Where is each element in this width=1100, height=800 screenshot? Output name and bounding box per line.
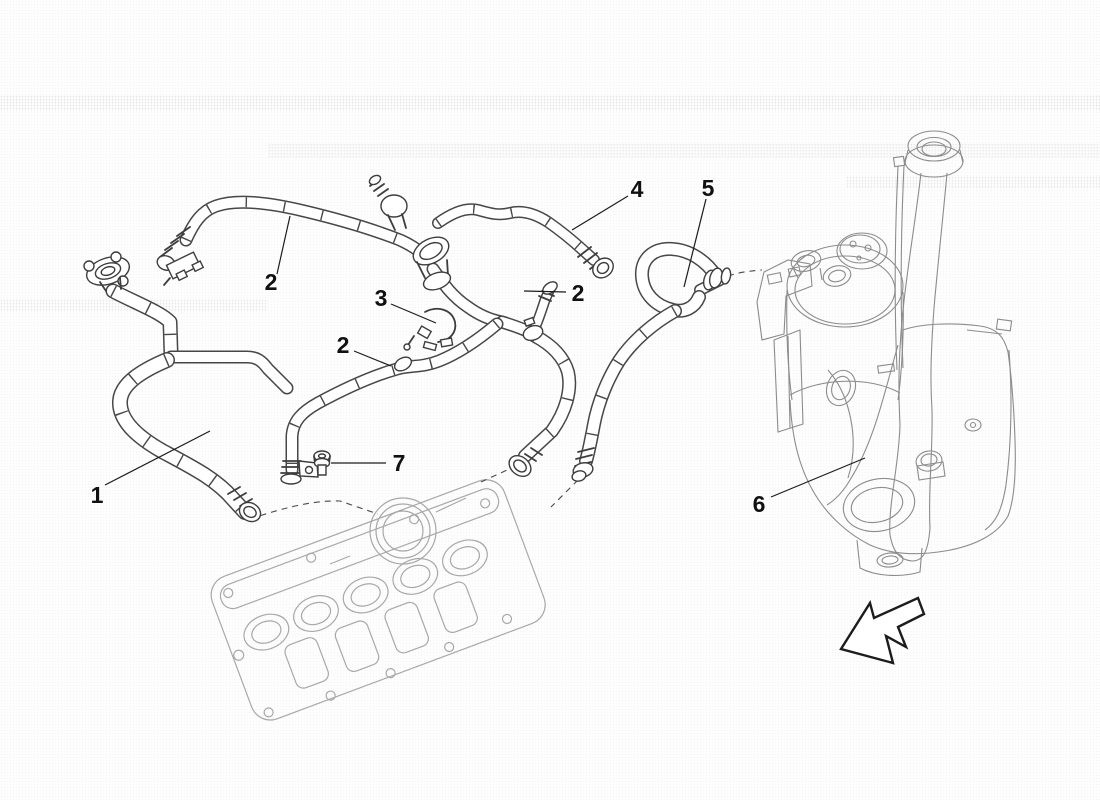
- direction-arrow-icon: [839, 596, 926, 665]
- callout-1-label[interactable]: 1: [91, 482, 104, 508]
- callout-2a[interactable]: 2: [265, 215, 291, 295]
- ventilation-pipe-part-2: [179, 195, 577, 477]
- callout-2c-leader: [523, 290, 567, 293]
- callout-5[interactable]: 5: [683, 175, 715, 288]
- callout-2b-leader: [353, 350, 392, 367]
- callout-4[interactable]: 4: [571, 176, 644, 231]
- tank-end-clamp: [702, 267, 732, 291]
- flange-connector: [83, 251, 131, 292]
- t-port-fitting: [412, 236, 452, 291]
- oil-breather-tank: [756, 130, 1016, 577]
- callout-6[interactable]: 6: [753, 457, 866, 517]
- corrugated-end-hose2-arch: [508, 447, 543, 478]
- breather-hose-part-5: [579, 241, 726, 468]
- callout-2a-label[interactable]: 2: [265, 269, 278, 295]
- callout-7-label[interactable]: 7: [393, 450, 406, 476]
- callout-4-label[interactable]: 4: [631, 176, 644, 202]
- screw-part-7: [313, 450, 331, 476]
- callout-2c[interactable]: 2: [523, 280, 585, 306]
- callout-1[interactable]: 1: [91, 430, 211, 508]
- cylinder-head-cover: [210, 479, 546, 721]
- corrugated-end-hose5: [571, 447, 595, 482]
- callout-3-label[interactable]: 3: [375, 285, 388, 311]
- callout-2c-label[interactable]: 2: [572, 280, 585, 306]
- corrugated-end-hose1: [227, 486, 262, 523]
- clamp-part-3: [403, 308, 457, 352]
- callout-7[interactable]: 7: [331, 450, 405, 476]
- callout-6-leader: [770, 457, 866, 498]
- callout-3[interactable]: 3: [375, 285, 437, 324]
- callout-5-leader: [683, 198, 707, 288]
- callout-4-leader: [571, 195, 629, 231]
- callout-2b[interactable]: 2: [337, 332, 392, 367]
- callout-2b-label[interactable]: 2: [337, 332, 350, 358]
- callout-2a-leader: [276, 215, 291, 275]
- corrugated-elbow-end: [156, 226, 205, 286]
- callout-5-label[interactable]: 5: [702, 175, 715, 201]
- callout-6-label[interactable]: 6: [753, 491, 766, 517]
- breather-hose-part-4: [432, 203, 600, 266]
- corrugated-end-hose2-front: [280, 460, 319, 485]
- vertical-fitting: [368, 174, 408, 231]
- callout-1-leader: [104, 430, 211, 486]
- breather-hose-part-1: [105, 283, 294, 520]
- corrugated-end-hose4: [577, 246, 614, 279]
- callout-3-leader: [390, 303, 437, 324]
- hose-clamp: [393, 316, 544, 372]
